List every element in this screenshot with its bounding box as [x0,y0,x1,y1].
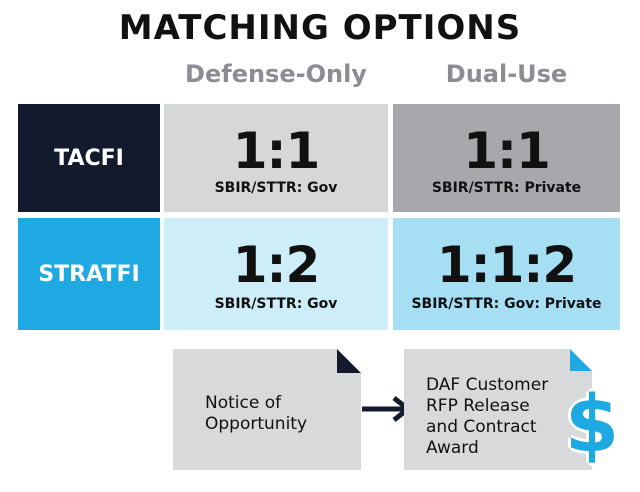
ratio-value: 1:1 [232,122,321,180]
ratio-subtitle: SBIR/STTR: Gov [214,296,338,312]
row-label-text: TACFI [54,145,124,171]
cell-stratfi-dual-use: 1:1:2 SBIR/STTR: Gov: Private [393,218,620,330]
column-header-dual-use: Dual-Use [445,60,568,88]
doc-text-line: Award [426,438,479,458]
daf-customer-award-document: DAF Customer RFP Release and Contract Aw… [404,349,592,470]
cell-stratfi-defense-only: 1:2 SBIR/STTR: Gov [164,218,388,330]
ratio-value: 1:2 [232,236,321,294]
doc-text-line: DAF Customer [426,375,549,395]
ratio-subtitle: SBIR/STTR: Gov: Private [411,296,602,312]
doc-text-line: Notice of [205,393,282,413]
cell-tacfi-defense-only: 1:1 SBIR/STTR: Gov [164,104,388,212]
ratio-value: 1:1:2 [436,236,577,294]
page-title: MATCHING OPTIONS [118,8,522,48]
ratio-subtitle: SBIR/STTR: Gov [214,180,338,196]
doc-text-line: RFP Release [426,396,530,416]
notice-of-opportunity-text: Notice of Opportunity [205,393,307,435]
row-label-tacfi: TACFI [18,104,160,212]
cell-tacfi-dual-use: 1:1 SBIR/STTR: Private [393,104,620,212]
column-header-defense-only: Defense-Only [185,60,367,88]
row-label-stratfi: STRATFI [18,218,160,330]
doc-text-line: and Contract [426,417,537,437]
notice-of-opportunity-document: Notice of Opportunity [173,349,361,470]
dollar-sign-icon: $ [564,380,620,470]
daf-customer-award-text: DAF Customer RFP Release and Contract Aw… [426,375,548,459]
doc-text-line: Opportunity [205,414,308,434]
ratio-value: 1:1 [463,122,551,180]
row-label-text: STRATFI [38,261,140,287]
ratio-subtitle: SBIR/STTR: Private [431,180,582,196]
page-fold-corner-icon [337,349,361,373]
page-fold-corner-icon [570,349,592,371]
